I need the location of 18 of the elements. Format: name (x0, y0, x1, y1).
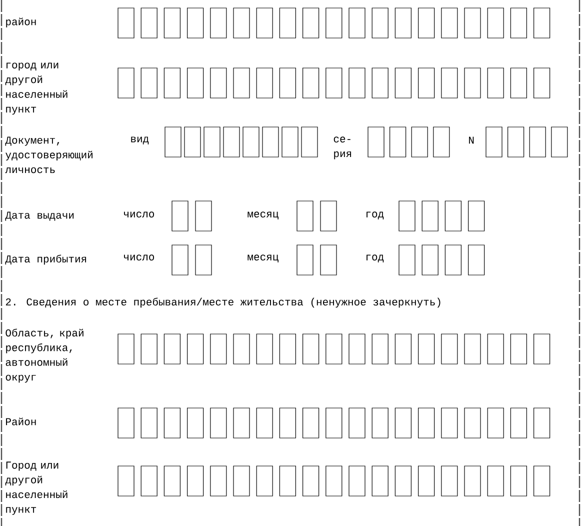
field-label: Дата прибытия (5, 254, 86, 265)
field-label: число (124, 254, 154, 260)
field-label: 2. Сведения о месте пребывания/месте жительства (ненужное зачеркнуть) (6, 298, 440, 308)
field-label: район (6, 18, 36, 28)
field-label: месяц (248, 212, 278, 220)
field-label: число (124, 212, 154, 218)
field-label: вид (131, 136, 149, 144)
field-label: год (366, 254, 384, 262)
field-label: N (469, 136, 474, 144)
field-label: город или другой населенный пункт (5, 62, 68, 115)
field-label: Дата выдачи (5, 212, 74, 221)
field-label: месяц (248, 254, 278, 262)
field-label: Документ, удостоверяющий личность (5, 136, 92, 174)
field-label: се- рия (334, 136, 352, 160)
field-label: Область, край республика, автономный округ (6, 328, 84, 383)
field-label: Город или другой населенный пункт (5, 462, 68, 515)
field-label: год (366, 212, 384, 220)
field-label: Район (6, 418, 36, 426)
